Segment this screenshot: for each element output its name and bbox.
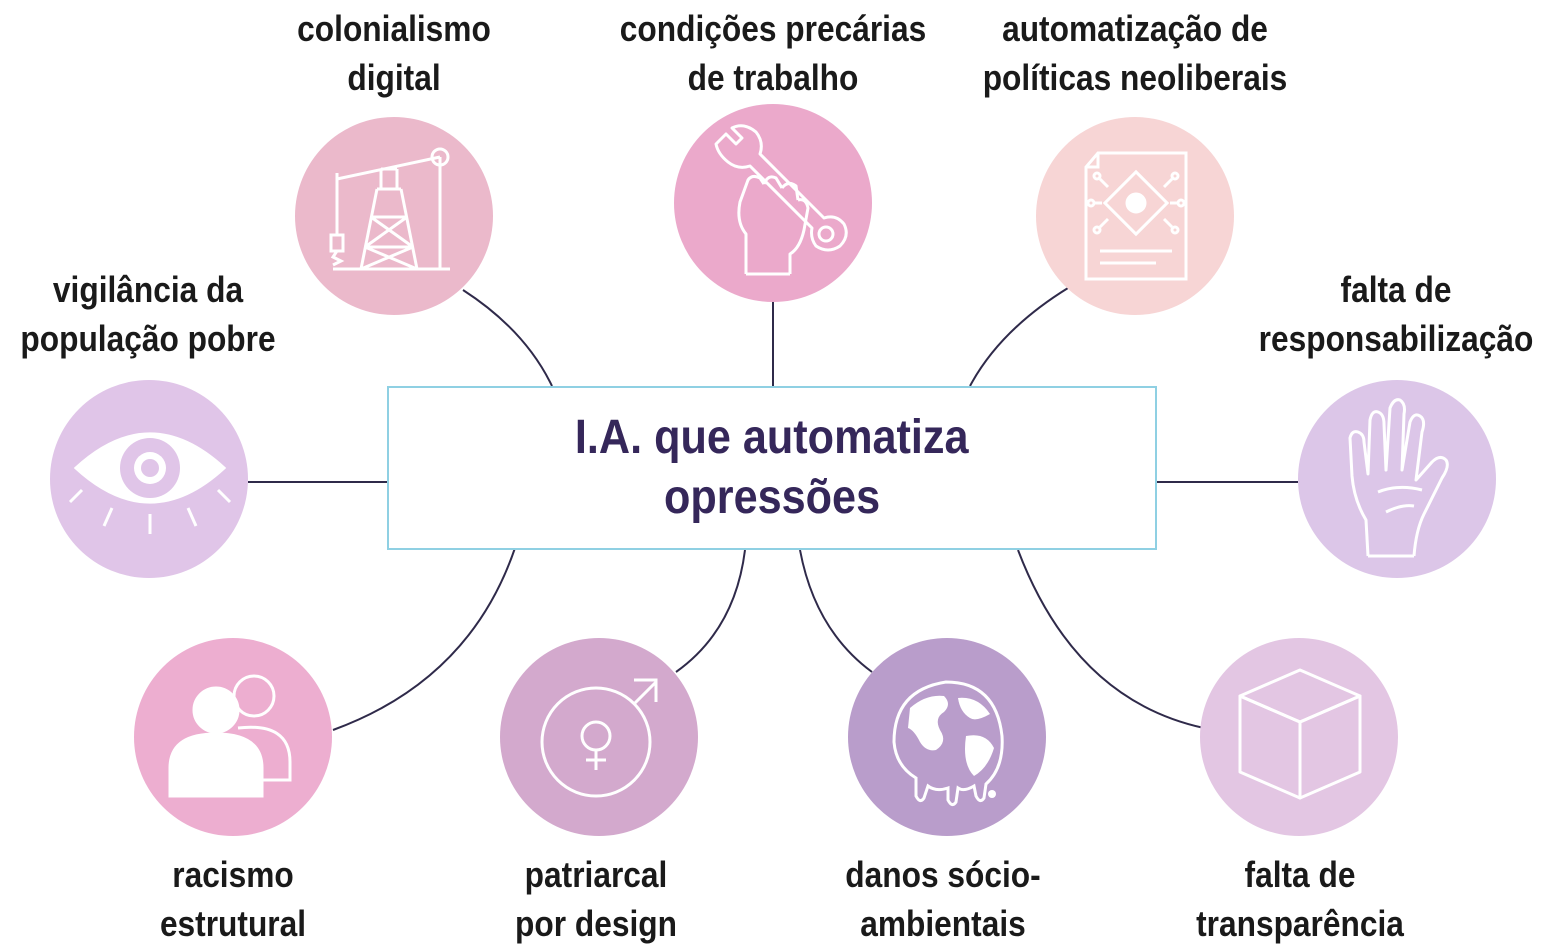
central-title-line-1: I.A. que automatiza xyxy=(575,411,969,464)
cube-icon xyxy=(1238,668,1362,800)
circle-danos xyxy=(848,638,1046,836)
central-concept-box: I.A. que automatiza opressões xyxy=(387,386,1157,550)
circle-responsabilizacao xyxy=(1298,380,1496,578)
two-people-icon xyxy=(168,674,292,798)
connector-transparencia xyxy=(1017,549,1205,729)
document-chip-icon xyxy=(1084,151,1188,281)
circle-automatizacao-politicas xyxy=(1036,117,1234,315)
circle-patriarcal xyxy=(500,638,698,836)
connector-automatizacao xyxy=(969,287,1069,387)
connector-danos xyxy=(799,549,873,673)
central-title-line-2: opressões xyxy=(663,471,881,524)
label-danos: danos sócio-ambientais xyxy=(845,854,1041,944)
circle-colonialismo-digital xyxy=(295,117,493,315)
circle-vigilancia xyxy=(50,380,248,578)
oil-derrick-icon xyxy=(329,147,450,271)
fist-wrench-icon xyxy=(714,124,848,276)
open-hand-icon xyxy=(1348,398,1449,558)
gender-symbols-icon xyxy=(540,678,658,798)
connector-colonialismo xyxy=(462,289,553,387)
circle-condicoes-precarias xyxy=(674,104,872,302)
circle-racismo xyxy=(134,638,332,836)
eye-icon xyxy=(68,432,232,534)
circle-transparencia xyxy=(1200,638,1398,836)
melting-globe-icon xyxy=(892,680,1004,807)
connector-racismo xyxy=(332,547,516,731)
connector-patriarcal xyxy=(675,549,746,673)
